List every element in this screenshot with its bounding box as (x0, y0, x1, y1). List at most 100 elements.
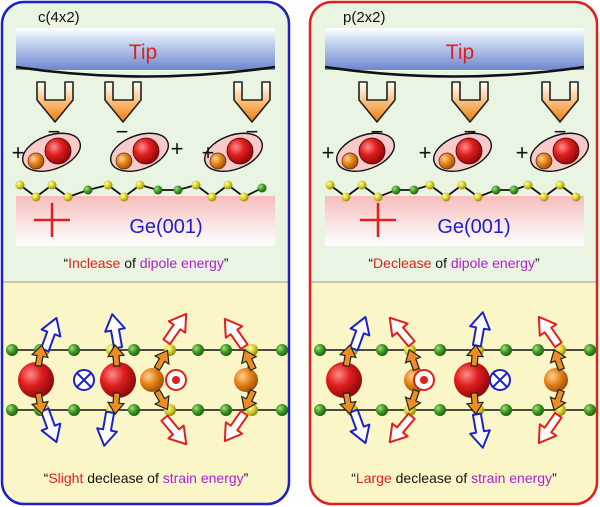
ge-bulk-atom (173, 185, 183, 195)
ge-bulk-atom (192, 404, 204, 416)
bulk-atoms (314, 344, 596, 416)
reconstruction-label: c(4x2) (38, 9, 80, 26)
strain-arrow (96, 410, 118, 447)
ge-small-atom (140, 368, 164, 392)
top-view-lattice (6, 312, 288, 447)
strain-arrows (338, 311, 567, 449)
ge-bulk-atom (434, 404, 446, 416)
plus-sign: + (12, 140, 25, 165)
field-arrow (451, 81, 489, 123)
panel-p2x2: p(2x2) Tip − − − Ge(001) (308, 0, 599, 506)
strain-arrow (349, 315, 371, 352)
ge-bulk-atom (192, 344, 204, 356)
strain-arrow (40, 316, 62, 353)
tip-apex-curve (324, 65, 585, 78)
strain-arrow (469, 311, 491, 348)
ge-sub-atom (441, 192, 451, 202)
ge-sub-atom (473, 192, 483, 202)
strain-arrow (349, 408, 371, 445)
ge-big-atom (455, 137, 483, 165)
ge-big-atom (18, 362, 54, 398)
ge-bulk-atom (314, 344, 326, 356)
ge-bulk-atom (257, 183, 267, 193)
strain-arrow (537, 315, 563, 349)
ge-sub-atom (207, 192, 217, 202)
ge-small-atom (535, 152, 553, 170)
ge-bulk-atom (128, 344, 140, 356)
into-page-marker-icon (489, 369, 511, 391)
strain-arrow (465, 344, 485, 367)
field-arrow (36, 81, 74, 123)
reconstruction-label: p(2x2) (343, 9, 386, 26)
dimer (204, 132, 264, 172)
lower-background (310, 282, 597, 504)
field-arrow (104, 81, 142, 123)
ge-bulk-atom (276, 344, 288, 356)
ge-sub-atom (103, 180, 113, 190)
lower-background (2, 282, 289, 504)
ge-bulk-atom (491, 185, 501, 195)
ge-sub-atom (357, 180, 367, 190)
ge-bulk-atom (83, 185, 93, 195)
ge-sub-atom (191, 180, 201, 190)
plus-sign: + (202, 140, 215, 165)
ge-bulk-atom (500, 344, 512, 356)
minus-sign: − (116, 119, 129, 144)
ge-big-atom (326, 362, 362, 398)
ge-sub-atom (555, 180, 565, 190)
strain-arrow (106, 344, 126, 367)
plus-sign: + (171, 136, 184, 161)
strain-caption: “Large declease of strain energy” (351, 470, 557, 486)
ge-bulk-atom (409, 185, 419, 195)
out-of-page-marker-icon (165, 369, 187, 391)
ge-bulk-atom (391, 185, 401, 195)
ge-bulk-atom (509, 185, 519, 195)
ge-bulk-atom (434, 344, 446, 356)
ge-bulk-atom (584, 344, 596, 356)
ge-sub-atom (119, 192, 129, 202)
strain-arrow (153, 349, 170, 371)
chain-bond (329, 183, 577, 199)
dimer-chain (15, 132, 267, 202)
strain-arrow (469, 412, 491, 449)
strain-arrow (240, 349, 258, 372)
surface-label: Ge(001) (129, 216, 202, 238)
ge-bulk-atom (220, 344, 232, 356)
ge-sub-atom (341, 192, 351, 202)
out-of-page-marker-icon (413, 369, 435, 391)
surface-plus-icon (34, 203, 70, 237)
dimer (22, 132, 82, 172)
ge-big-atom (132, 137, 160, 165)
strain-arrow (223, 317, 249, 351)
strain-arrow (465, 392, 485, 415)
strain-arrows (30, 312, 258, 447)
ge-sub-atom (47, 180, 57, 190)
ge-bulk-atom (584, 404, 596, 416)
ge-sub-atom (135, 180, 145, 190)
ge-big-atom (358, 137, 386, 165)
dipole-caption: “Inclease of dipole energy” (63, 255, 228, 271)
strain-arrow (549, 348, 567, 372)
strain-arrow (30, 391, 49, 415)
ge-big-atom (454, 362, 490, 398)
strain-arrow (223, 409, 249, 443)
ge-small-atom (115, 152, 133, 170)
plus-sign: + (419, 140, 432, 165)
strain-arrow (106, 392, 126, 415)
ge-bulk-atom (68, 344, 80, 356)
strain-caption: “Slight declease of strain energy” (44, 470, 249, 486)
ge-big-atom (100, 362, 136, 398)
ge-sub-atom (523, 180, 533, 190)
field-arrows (36, 81, 271, 123)
ge-small-atom (438, 152, 456, 170)
strain-arrow (104, 313, 126, 350)
field-arrow (233, 81, 271, 123)
surface-plus-icon (360, 203, 396, 237)
field-arrow (358, 81, 396, 123)
ge-big-atom (552, 137, 580, 165)
ge-small-atom (27, 152, 45, 170)
ge-sub-atom (239, 192, 249, 202)
plus-sign: + (516, 140, 529, 165)
field-arrow (541, 81, 579, 123)
ge-small-atom (341, 152, 359, 170)
